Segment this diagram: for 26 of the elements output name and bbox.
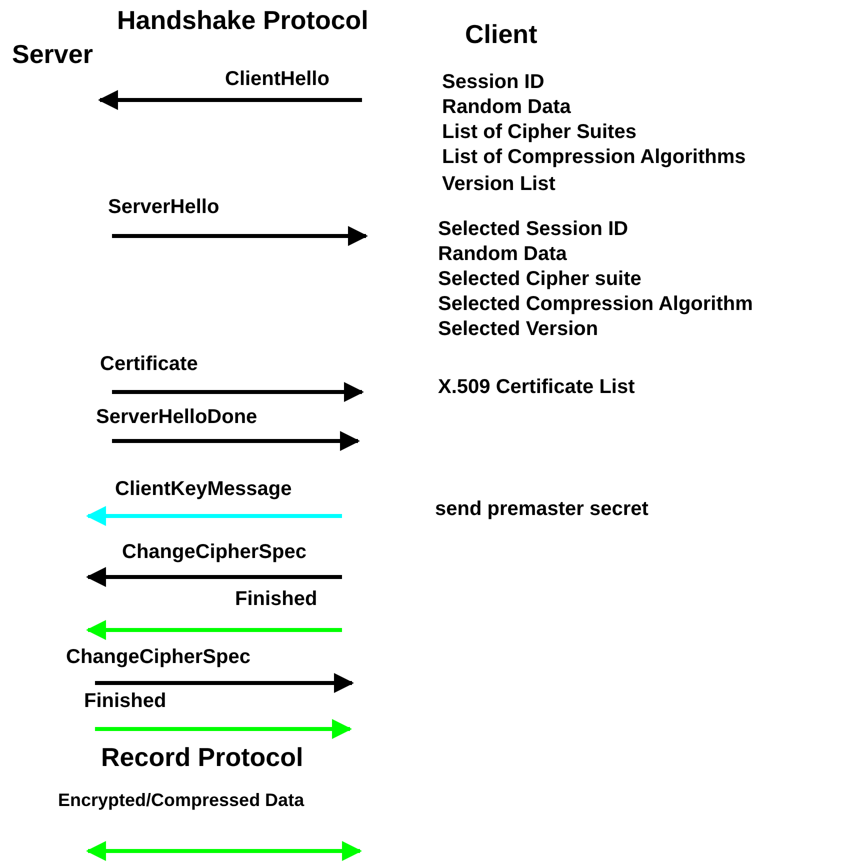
message-label: ClientKeyMessage xyxy=(115,478,292,500)
message-field-text: List of Compression Algorithms xyxy=(442,146,746,168)
message-field-text: Session ID xyxy=(442,71,544,93)
message-field-text: Version List xyxy=(442,173,556,195)
message-label: Certificate xyxy=(100,353,198,375)
participant-label: Server xyxy=(12,40,93,69)
message-label: ChangeCipherSpec xyxy=(122,541,306,563)
message-field-text: Random Data xyxy=(438,243,567,265)
message-field-text: Selected Compression Algorithm xyxy=(438,293,753,315)
participant-label: Client xyxy=(465,20,538,49)
section-heading: Handshake Protocol xyxy=(117,6,368,35)
message-field-text: Selected Session ID xyxy=(438,218,628,240)
message-label: ChangeCipherSpec xyxy=(66,646,250,668)
message-label: ServerHello xyxy=(108,196,220,218)
message-field-text: Selected Cipher suite xyxy=(438,268,642,290)
message-field-text: send premaster secret xyxy=(435,498,648,520)
message-label: Finished xyxy=(84,690,166,712)
message-field-text: List of Cipher Suites xyxy=(442,121,636,143)
message-field-text: Random Data xyxy=(442,96,571,118)
message-label: ClientHello xyxy=(225,68,330,90)
message-field-text: X.509 Certificate List xyxy=(438,376,635,398)
message-field-text: Selected Version xyxy=(438,318,598,340)
message-label: ServerHelloDone xyxy=(96,406,258,428)
message-label: Encrypted/Compressed Data xyxy=(58,791,304,811)
section-heading: Record Protocol xyxy=(101,743,304,772)
message-label: Finished xyxy=(235,588,318,610)
